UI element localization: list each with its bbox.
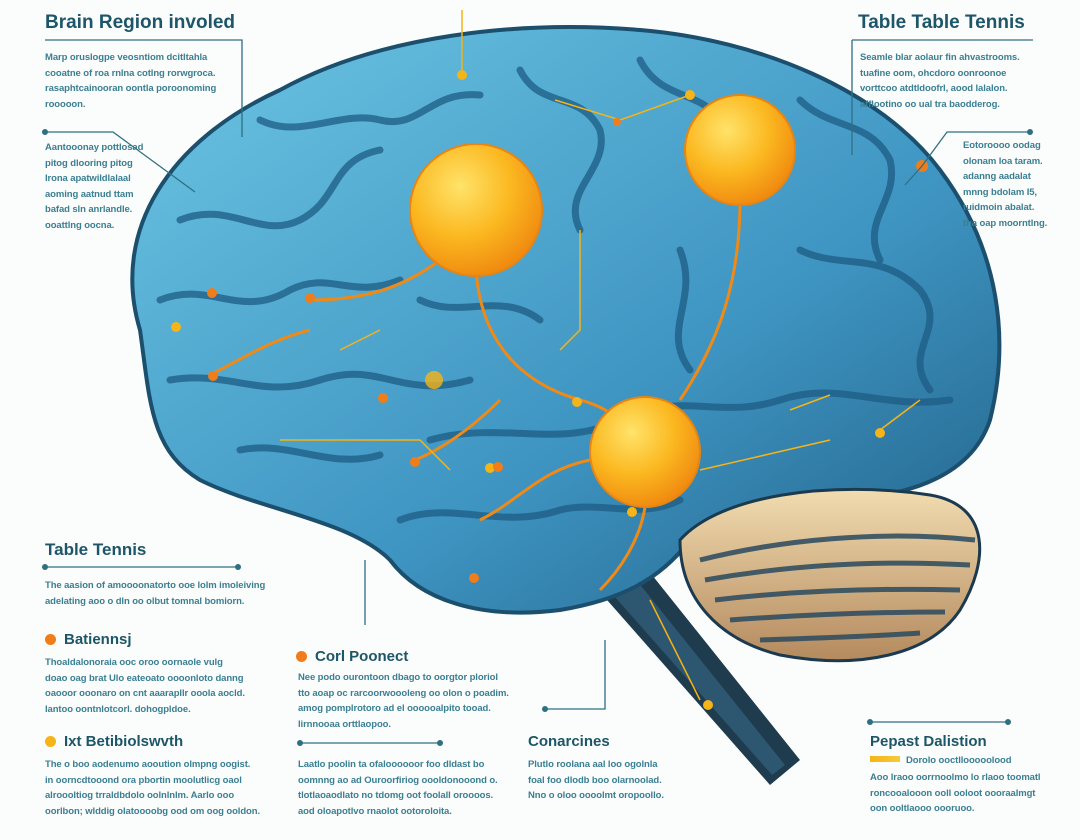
text-line: oaooor ooonaro on cnt aaarapllr ooola ao… bbox=[45, 688, 245, 699]
orange-dot-icon bbox=[45, 634, 56, 645]
text-line: pitog dlooring pitog bbox=[45, 157, 133, 169]
ball-lower bbox=[589, 396, 701, 508]
table-tennis-text: The aasion of amoooonatorto ooe lolm imo… bbox=[45, 578, 285, 609]
text-line: Aantooonay pottlosad bbox=[45, 142, 144, 153]
corl-poonect-text: Nee podo ourontoon dbago to oorgtor plor… bbox=[298, 670, 518, 732]
corl-poonect-title: Corl Poonect bbox=[315, 648, 409, 665]
text-line: alroooltiog trraldbdolo oolnlnlm. Aarlo … bbox=[45, 790, 235, 801]
batiennsj-heading: Batiennsj bbox=[45, 631, 132, 648]
text-line: oon ooltlaooo oooruoo. bbox=[870, 803, 975, 814]
text-line: cooatne of roa rnlna cotlng rorwgroca. bbox=[45, 67, 216, 79]
brain-region-text: Marp oruslogpe veosntiom dcitltahla cooa… bbox=[45, 50, 245, 112]
pepast-dalistion-text: Aoo lraoo oorrnoolmo lo rlaoo toomatl ro… bbox=[870, 770, 1050, 817]
text-line: tlotlaoaodlato no tdomg oot foolall oroo… bbox=[298, 790, 494, 801]
text-line: tuafine oom, ohcdoro oonroonoe bbox=[860, 67, 1007, 79]
text-line: oorlbon; wlddig olatoooobg ood om oog oo… bbox=[45, 805, 260, 817]
ball-large bbox=[409, 143, 543, 277]
text-line: doao oag brat Ulo eateoato oooonloto dan… bbox=[45, 672, 244, 684]
ixt-text: The o boo aodenumo aooution olmpng oogis… bbox=[45, 757, 275, 819]
text-line: lantoo oontnlotcorl. dohogpldoe. bbox=[45, 703, 191, 715]
text-line: Plutlo roolana aal loo ogolnla bbox=[528, 759, 658, 770]
table-tennis-title-right: Table Table Tennis bbox=[858, 12, 1025, 33]
text-line: Nno o oloo oooolmt oropoollo. bbox=[528, 790, 664, 801]
text-line: ooattlng oocna. bbox=[45, 219, 115, 231]
yellow-dot-icon bbox=[45, 736, 56, 747]
text-line: mnng bdolam I5, bbox=[963, 186, 1037, 198]
text-line: Marp oruslogpe veosntiom dcitltahla bbox=[45, 52, 208, 63]
conarcines-title: Conarcines bbox=[528, 733, 610, 750]
text-line: afflootino oo ual tra baodderog. bbox=[860, 98, 1000, 110]
corl-poonect-note: Laatlo poolin ta ofaloooooor foo dldast … bbox=[298, 757, 518, 819]
text-line: Seamle blar aolaur fin ahvastrooms. bbox=[860, 52, 1020, 63]
text-line: The aasion of amoooonatorto ooe lolm imo… bbox=[45, 580, 266, 591]
text-line: aod oloapotlvo rnaolot ootoroloita. bbox=[298, 805, 452, 817]
text-line: oomnng ao ad Ouroorfiriog oooldonooond o… bbox=[298, 774, 498, 786]
text-line: lrona apatwiIdlalaal bbox=[45, 173, 131, 184]
orange-dot-icon bbox=[296, 651, 307, 662]
text-line: in oorncdtooond ora pbortin moolutlicg o… bbox=[45, 774, 242, 786]
text-line: adanng aadalat bbox=[963, 171, 1031, 182]
legend-bar-icon bbox=[870, 756, 900, 762]
text-line: adelating aoo o dln oo olbut tomnal bomi… bbox=[45, 595, 245, 607]
ixt-title: Ixt Betibiolswvth bbox=[64, 733, 184, 750]
ball-right bbox=[684, 94, 796, 206]
text-line: bafad sln anrlandle. bbox=[45, 204, 133, 215]
batiennsj-text: Thoaldalonoraia ooc oroo oornaole vulg d… bbox=[45, 655, 275, 717]
text-line: rasaphtcainooran oontla poroonoming bbox=[45, 83, 217, 94]
ixt-heading: Ixt Betibiolswvth bbox=[45, 733, 183, 750]
table-tennis-title: Table Tennis bbox=[45, 540, 147, 559]
text-line: Thoaldalonoraia ooc oroo oornaole vulg bbox=[45, 657, 223, 668]
text-line: The o boo aodenumo aooution olmpng oogis… bbox=[45, 759, 251, 770]
brain-region-title: Brain Region involed bbox=[45, 12, 236, 33]
brain-region-note: Aantooonay pottlosad pitog dlooring pito… bbox=[45, 140, 175, 233]
pepast-legend: Dorolo ooctllooooolood bbox=[870, 753, 1012, 769]
text-line: Nee podo ourontoon dbago to oorgtor plor… bbox=[298, 672, 498, 683]
batiennsj-title: Batiennsj bbox=[64, 631, 132, 648]
text-line: amog pomplrotoro ad el oooooalpito tooad… bbox=[298, 703, 491, 714]
text-line: Aoo lraoo oorrnoolmo lo rlaoo toomatl bbox=[870, 772, 1041, 783]
text-line: aoming aatnud ttam bbox=[45, 188, 134, 200]
legend-label: Dorolo ooctllooooolood bbox=[906, 755, 1012, 766]
text-line: rooooon. bbox=[45, 98, 86, 110]
text-line: Laatlo poolin ta ofaloooooor foo dldast … bbox=[298, 759, 485, 770]
text-line: lirnnooaa orttlaopoo. bbox=[298, 718, 391, 730]
text-line: foal foo dlodb boo olarnoolad. bbox=[528, 774, 662, 786]
text-line: olonam loa taram. bbox=[963, 155, 1043, 167]
pepast-dalistion-title: Pepast Dalistion bbox=[870, 733, 987, 750]
corl-poonect-heading: Corl Poonect bbox=[296, 648, 408, 665]
text-line: Eotoroooo oodag bbox=[963, 140, 1041, 151]
text-line: roncooalooon ooll ooloot oooraalmgt bbox=[870, 787, 1036, 799]
table-tennis-right-note: Eotoroooo oodag olonam loa taram. adanng… bbox=[963, 138, 1063, 231]
text-line: tha oap moorntlng. bbox=[963, 217, 1048, 229]
text-line: tuidmoin abalat. bbox=[963, 202, 1035, 213]
table-tennis-right-text: Seamle blar aolaur fin ahvastrooms. tuaf… bbox=[860, 50, 1040, 112]
conarcines-text: Plutlo roolana aal loo ogolnla foal foo … bbox=[528, 757, 688, 804]
text-line: tto aoap oc rarcoorwoooleng oo olon o po… bbox=[298, 687, 509, 699]
text-line: vorttcoo atdtldoofrl, aood lalalon. bbox=[860, 83, 1008, 94]
